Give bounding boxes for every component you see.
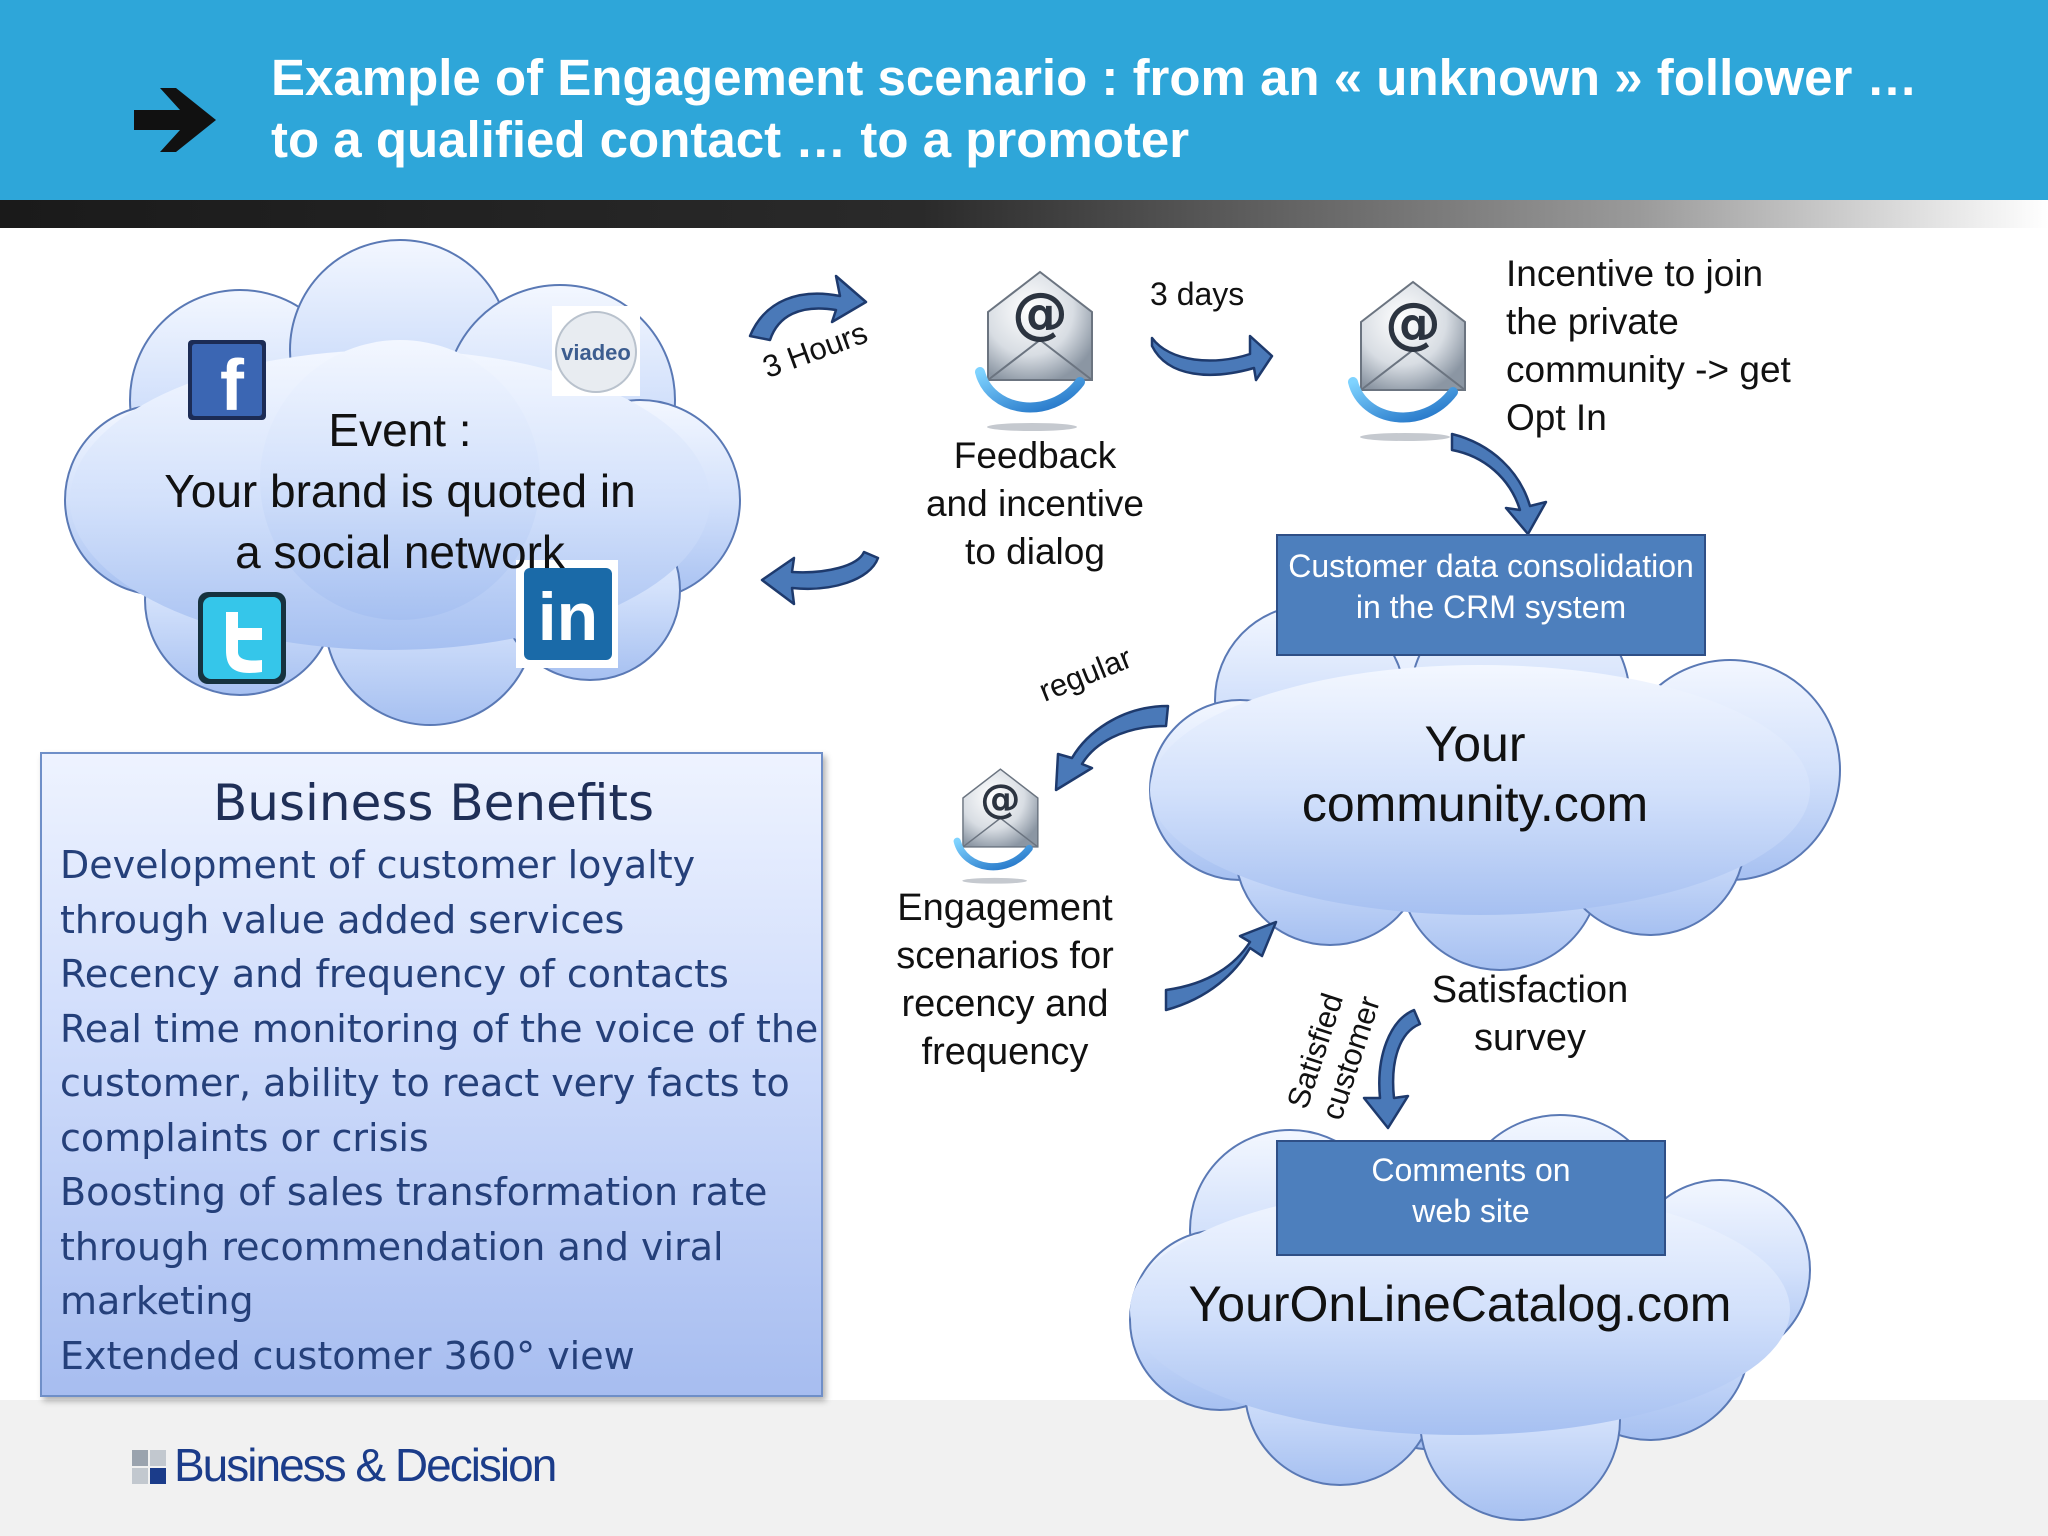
benefit-line: Real time monitoring of the voice of the [60,1006,819,1051]
business-benefits-box: Business Benefits Development of custome… [40,752,823,1397]
event-line-3: a social network [235,526,565,578]
viadeo-icon: viadeo [552,306,640,396]
satisfaction-line-2: survey [1474,1017,1586,1059]
facebook-icon: f [188,340,266,426]
event-text: Event : Your brand is quoted in a social… [140,400,660,583]
event-line-2: Your brand is quoted in [164,465,636,517]
benefits-title: Business Benefits [212,774,655,832]
comments-box: Comments on web site [1276,1140,1666,1256]
crm-line-1: Customer data consolidation [1288,548,1694,584]
benefit-line: Boosting of sales transformation rate [60,1170,768,1214]
crm-box: Customer data consolidation in the CRM s… [1276,534,1706,656]
logo-text: Business & Decision [174,1439,557,1491]
incentive-line-1: Incentive to join [1506,253,1764,294]
engagement-line-2: scenarios for [896,935,1114,977]
feedback-text: Feedback and incentive to dialog [900,432,1170,576]
arrow-to-community [1164,920,1278,1012]
arrows [748,274,1548,1130]
svg-text:@: @ [1012,281,1068,346]
incentive-line-3: community -> get [1506,349,1791,390]
arrow-right-icon [134,88,216,152]
crm-line-2: in the CRM system [1355,589,1627,625]
incentive-line-2: the private [1506,301,1679,342]
comments-line-2: web site [1412,1193,1530,1229]
email-icon-incentive: @ [1348,280,1466,441]
logo-mark-icon [132,1450,166,1484]
comments-line-1: Comments on [1371,1152,1571,1188]
benefit-line: complaints or crisis [60,1115,429,1160]
title-banner: Example of Engagement scenario : from an… [0,0,2048,200]
arrow-to-crm [1450,432,1548,536]
benefit-line: Recency and frequency of contacts [60,952,729,996]
benefit-line: through value added services [60,897,625,942]
linkedin-icon: in [516,560,618,668]
arrow-regular [1054,704,1170,792]
benefit-line: Development of customer loyalty [60,843,696,887]
feedback-line-1: Feedback [953,435,1117,476]
benefit-line: customer, ability to react very facts to [60,1061,790,1105]
benefits-list: Development of customer loyalty through v… [60,838,818,1383]
svg-text:f: f [220,346,245,426]
svg-text:@: @ [980,775,1020,822]
arrow-satisfied [1362,1008,1422,1130]
engagement-text: Engagement scenarios for recency and fre… [870,884,1140,1076]
catalog-text: YourOnLineCatalog.com [1188,1276,1732,1332]
label-3-days: 3 days [1150,276,1245,312]
feedback-line-2: and incentive [925,483,1145,524]
satisfaction-line-1: Satisfaction [1431,969,1629,1011]
incentive-text: Incentive to join the private community … [1506,250,1791,442]
arrow-back-to-event [760,550,880,606]
engagement-line-1: Engagement [897,887,1113,929]
engagement-line-4: frequency [921,1031,1089,1073]
satisfaction-text: Satisfaction survey [1420,966,1640,1062]
community-text: Your community.com [1230,714,1720,834]
title-line-2: to a qualified contact … to a promoter [271,111,1190,168]
feedback-line-3: to dialog [965,531,1105,572]
svg-text:in: in [538,579,598,655]
header-divider [0,200,2048,228]
email-icon-feedback: @ [975,270,1093,431]
event-line-1: Event : [328,404,472,456]
benefit-line: Extended customer 360° view [60,1333,635,1378]
arrow-3days [1150,334,1274,382]
arrow-3hours [748,274,868,342]
benefit-line: marketing [60,1279,254,1323]
engagement-line-3: recency and [901,983,1109,1025]
community-line-2: community.com [1301,776,1649,832]
incentive-line-4: Opt In [1506,397,1607,438]
svg-text:@: @ [1385,291,1441,356]
title-line-1: Example of Engagement scenario : from an… [271,49,1918,106]
community-cloud [1149,589,1841,971]
community-line-1: Your [1424,716,1526,772]
twitter-icon [198,592,286,684]
benefit-line: through recommendation and viral [60,1224,724,1269]
svg-text:viadeo: viadeo [561,340,631,365]
email-icon-engagement: @ [953,768,1039,884]
